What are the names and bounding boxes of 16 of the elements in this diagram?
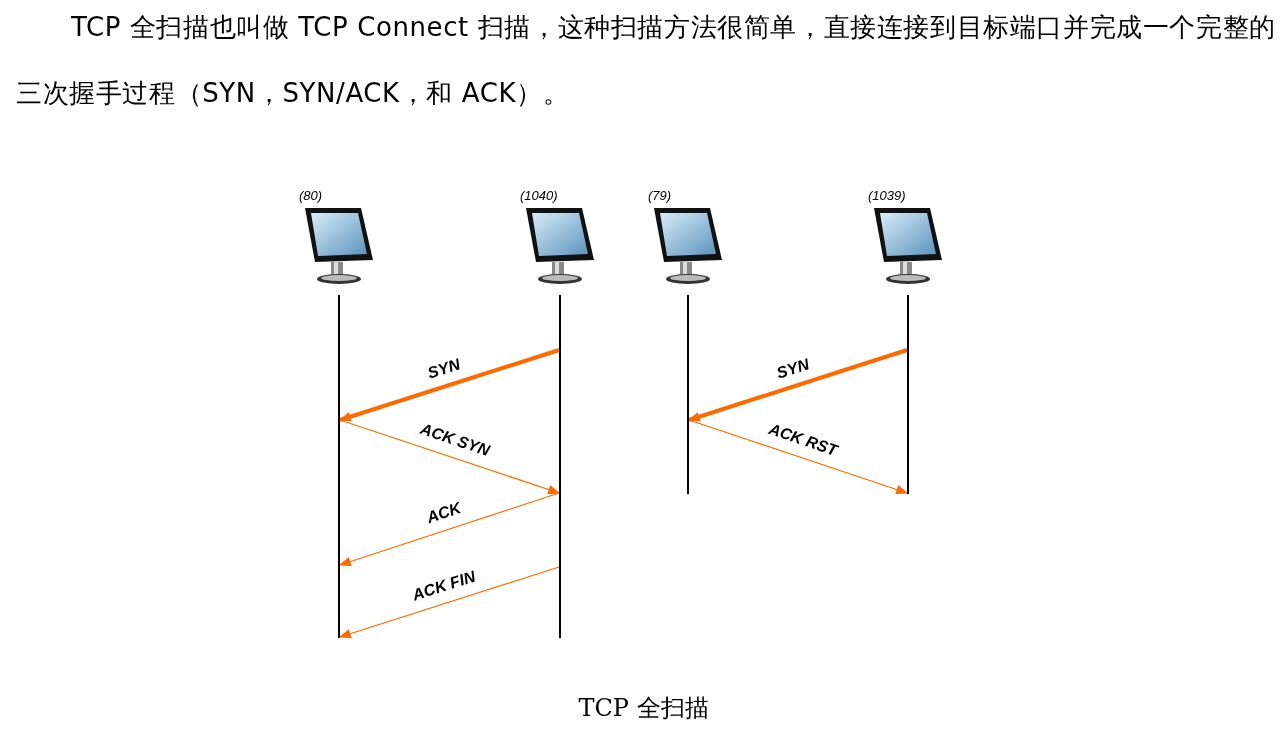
lifeline: [687, 295, 689, 494]
message-arrow: [687, 348, 908, 422]
figure-caption: TCP 全扫描: [577, 693, 710, 724]
lifeline: [559, 295, 561, 638]
intro-paragraph: TCP 全扫描也叫做 TCP Connect 扫描，这种扫描方法很简单，直接连接到目标端口并完成一个完整的三次握手过程（SYN，SYN/ACK，和 ACK）。: [16, 11, 1277, 110]
lifeline: [907, 295, 909, 494]
port-label: (1040): [520, 188, 558, 203]
message-arrow: [688, 419, 909, 495]
message-arrow: [338, 492, 560, 567]
port-label: (80): [299, 188, 323, 203]
message-arrow: [339, 419, 561, 495]
port-label: (79): [648, 188, 672, 203]
message-arrow: [338, 348, 560, 422]
port-label: (1039): [868, 188, 906, 203]
lifeline: [338, 295, 340, 638]
message-arrow: [338, 566, 560, 639]
